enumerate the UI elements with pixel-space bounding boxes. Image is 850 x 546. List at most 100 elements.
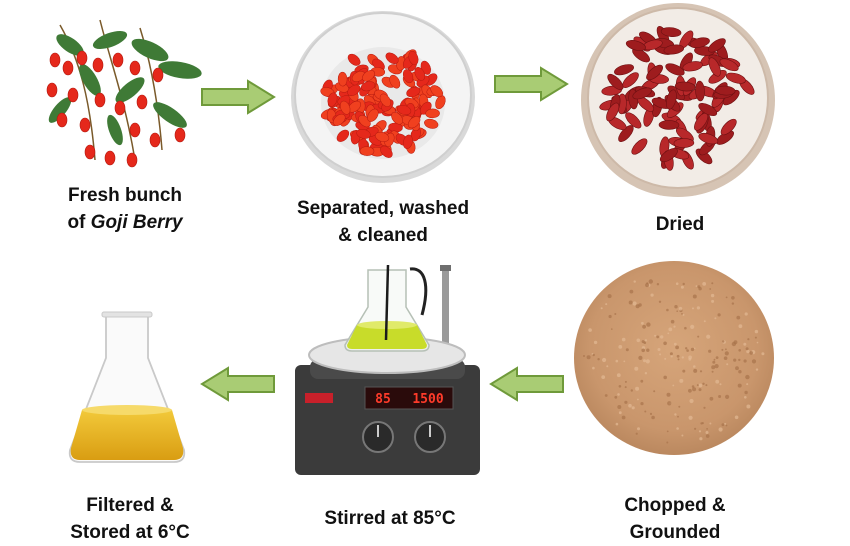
fresh-berry <box>375 131 390 142</box>
powder-speck <box>670 355 673 358</box>
powder-speck <box>601 375 606 379</box>
powder-speck <box>618 345 623 349</box>
powder-speck <box>674 305 678 309</box>
powder-speck <box>708 349 712 353</box>
caption-fresh-line2: of Goji Berry <box>30 209 220 236</box>
powder-speck <box>614 395 618 399</box>
caption-dried: Dried <box>620 211 740 238</box>
dried-berry <box>607 73 624 91</box>
powder-speck <box>640 402 644 406</box>
powder-speck <box>663 375 667 380</box>
powder-speck <box>593 340 598 345</box>
powder-speck <box>693 347 696 350</box>
display-right-value: 1500 <box>412 392 443 407</box>
powder-speck <box>621 415 626 420</box>
fresh-berry <box>379 93 392 107</box>
powder-speck <box>725 424 728 427</box>
powder-speck <box>604 394 608 397</box>
powder-speck <box>666 392 671 397</box>
powder-speck <box>644 372 648 375</box>
arrow-chopped-to-stirred <box>489 366 564 402</box>
powder-speck <box>638 303 642 307</box>
powder-speck <box>624 380 627 383</box>
dried-berry <box>625 40 646 51</box>
powder-speck <box>623 360 626 363</box>
powder-speck <box>694 427 697 430</box>
bowl-fresh-berries-image <box>291 11 475 183</box>
powder-speck <box>668 327 673 332</box>
powder-speck <box>691 385 695 388</box>
fresh-berry <box>336 129 350 142</box>
powder-speck <box>705 434 710 438</box>
powder-speck <box>618 385 622 388</box>
dried-berry <box>714 85 736 96</box>
oil-liquid <box>70 410 184 460</box>
fresh-berry <box>389 74 401 89</box>
powder-speck <box>696 384 699 387</box>
powder-speck <box>645 283 650 288</box>
powder-speck <box>666 308 669 312</box>
powder-speck <box>688 388 692 393</box>
powder-speck <box>675 345 679 350</box>
dried-berry <box>673 138 695 148</box>
powder-speck <box>705 384 708 387</box>
powder-speck <box>660 335 664 339</box>
powder-speck <box>702 282 707 286</box>
powder-speck <box>743 359 747 363</box>
dried-berry <box>631 138 648 155</box>
powder-speck <box>670 319 675 324</box>
powder-speck <box>715 379 720 384</box>
fresh-berry <box>414 67 426 81</box>
dried-berry <box>614 64 634 76</box>
powder-speck <box>755 368 759 371</box>
goji-bunch-image <box>46 19 202 168</box>
powder-speck <box>724 422 727 425</box>
powder-speck <box>607 294 612 299</box>
powder-speck <box>697 285 701 289</box>
magnetic-stirrer-image: 85 1500 <box>295 264 480 475</box>
powder-speck <box>602 357 607 363</box>
powder-speck <box>725 296 728 299</box>
powder-speck <box>679 378 684 383</box>
powder-speck <box>672 384 675 387</box>
powder-speck <box>628 403 632 408</box>
powder-speck <box>666 430 669 433</box>
fresh-berry <box>347 84 361 96</box>
powder-speck <box>697 335 700 338</box>
fresh-berry <box>332 113 346 126</box>
powder-speck <box>617 405 622 409</box>
powder-speck <box>738 349 741 352</box>
fresh-berry <box>402 69 414 84</box>
powder-speck <box>695 285 698 287</box>
fresh-berry <box>367 108 379 122</box>
powder-speck <box>621 337 626 342</box>
caption-goji-berry: Goji Berry <box>90 212 183 233</box>
dried-berry <box>708 38 726 53</box>
powder-speck <box>737 383 742 388</box>
fresh-berry <box>435 95 446 110</box>
powder-speck <box>635 386 640 391</box>
powder-speck <box>673 342 677 346</box>
powder-speck <box>692 387 697 392</box>
powder-speck <box>663 341 667 346</box>
powder-speck <box>743 342 747 346</box>
powder-speck <box>682 369 686 373</box>
fresh-berries <box>320 49 446 158</box>
powder-speck <box>658 300 662 303</box>
fresh-berry <box>425 108 440 119</box>
powder-speck <box>712 360 716 364</box>
powder-speck <box>657 348 661 351</box>
powder-speck <box>713 358 716 361</box>
dried-berry <box>618 125 634 143</box>
powder-speck <box>696 306 700 310</box>
powder-speck <box>583 355 585 357</box>
powder-speck <box>681 434 684 437</box>
powder-speck <box>676 427 679 430</box>
dried-berry <box>698 103 718 116</box>
powder-speck <box>632 301 637 306</box>
fresh-berry <box>391 111 404 125</box>
caption-fresh-line1: Fresh bunch <box>67 185 182 206</box>
powder-speck <box>703 320 706 323</box>
powder-speck <box>645 359 650 364</box>
fresh-berry <box>327 92 338 107</box>
